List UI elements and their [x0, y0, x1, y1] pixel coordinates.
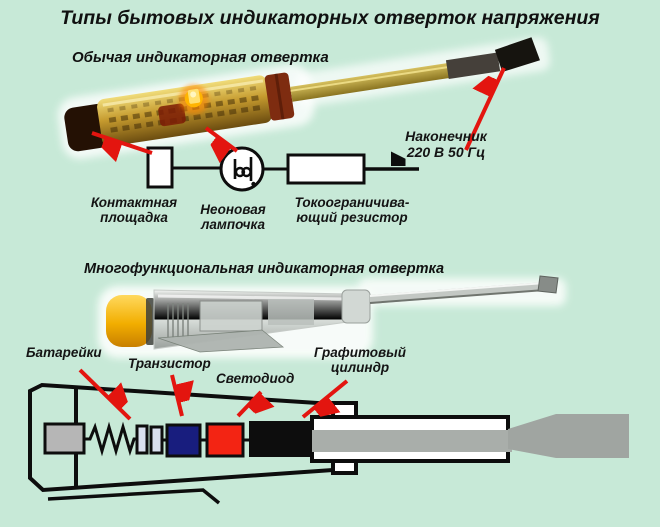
blade-tip	[494, 37, 540, 72]
pocket-clip	[157, 329, 285, 353]
label-resistor: Токоограничива- ющий резистор	[294, 195, 410, 226]
led-block	[205, 422, 245, 458]
pointer-arrows	[78, 67, 506, 421]
blade-tip	[537, 275, 559, 294]
label-led: Светодиод	[216, 371, 295, 386]
contact-pad-symbol	[146, 146, 174, 189]
lamp-housing	[158, 103, 186, 127]
housing-outline	[28, 382, 334, 493]
arrow-led	[236, 390, 261, 416]
multi-section-heading: Многофункциональная индикаторная отвертк…	[84, 261, 445, 277]
neon-glow-spark	[190, 91, 197, 98]
battery-block	[43, 422, 86, 455]
arrow-tip	[464, 67, 506, 151]
handle-texture	[110, 104, 265, 133]
cap-ring	[146, 298, 154, 345]
multi-screwdriver-photo	[98, 275, 566, 358]
label-batteries: Батарейки	[26, 345, 102, 360]
cross-section-diagram	[28, 382, 629, 505]
label-tip: Наконечник 220 В 50 Гц	[405, 128, 487, 160]
yellow-cap	[106, 295, 152, 347]
electrode-left-loop	[234, 166, 246, 178]
page-title: Типы бытовых индикаторных отверток напря…	[60, 7, 600, 29]
label-transistor: Транзистор	[128, 356, 211, 371]
resistor-symbol	[286, 153, 366, 185]
arrow-neon-lamp	[204, 126, 239, 151]
simple-section-heading: Обычая индикаторная отвертка	[72, 49, 329, 66]
electrode-right-loop	[241, 166, 252, 178]
body-highlight	[157, 294, 345, 301]
label-contact-pad: Контактная площадка	[90, 195, 178, 226]
spring-symbol	[84, 421, 138, 457]
shaft-shadow	[369, 289, 546, 304]
contact-bar	[135, 424, 149, 455]
neck-collar	[341, 289, 371, 324]
shaft-core	[312, 430, 512, 452]
inner-module	[199, 300, 263, 332]
shaft-highlight	[369, 282, 546, 297]
circuit-schematic	[146, 146, 419, 192]
contact-bar	[149, 425, 164, 455]
shaft-highlight	[290, 65, 452, 92]
inner-module	[268, 299, 314, 325]
clip-line	[47, 488, 221, 505]
body-ribs	[167, 303, 189, 338]
blade-shape	[508, 414, 629, 458]
transistor-block	[165, 423, 202, 458]
arrow-transistor	[170, 374, 182, 417]
arrow-contact-pad	[91, 131, 153, 153]
nut-edge	[274, 73, 285, 120]
metal-shaft	[370, 282, 545, 304]
label-neon-lamp: Неоновая лампочка	[200, 202, 266, 233]
arrow-graphite	[301, 379, 349, 417]
label-graphite: Графитовый цилиндр	[314, 345, 406, 376]
simple-screwdriver-photo	[57, 37, 551, 159]
graphite-block	[249, 421, 313, 457]
electrode-dot	[251, 181, 256, 187]
arrow-batteries	[78, 368, 130, 421]
